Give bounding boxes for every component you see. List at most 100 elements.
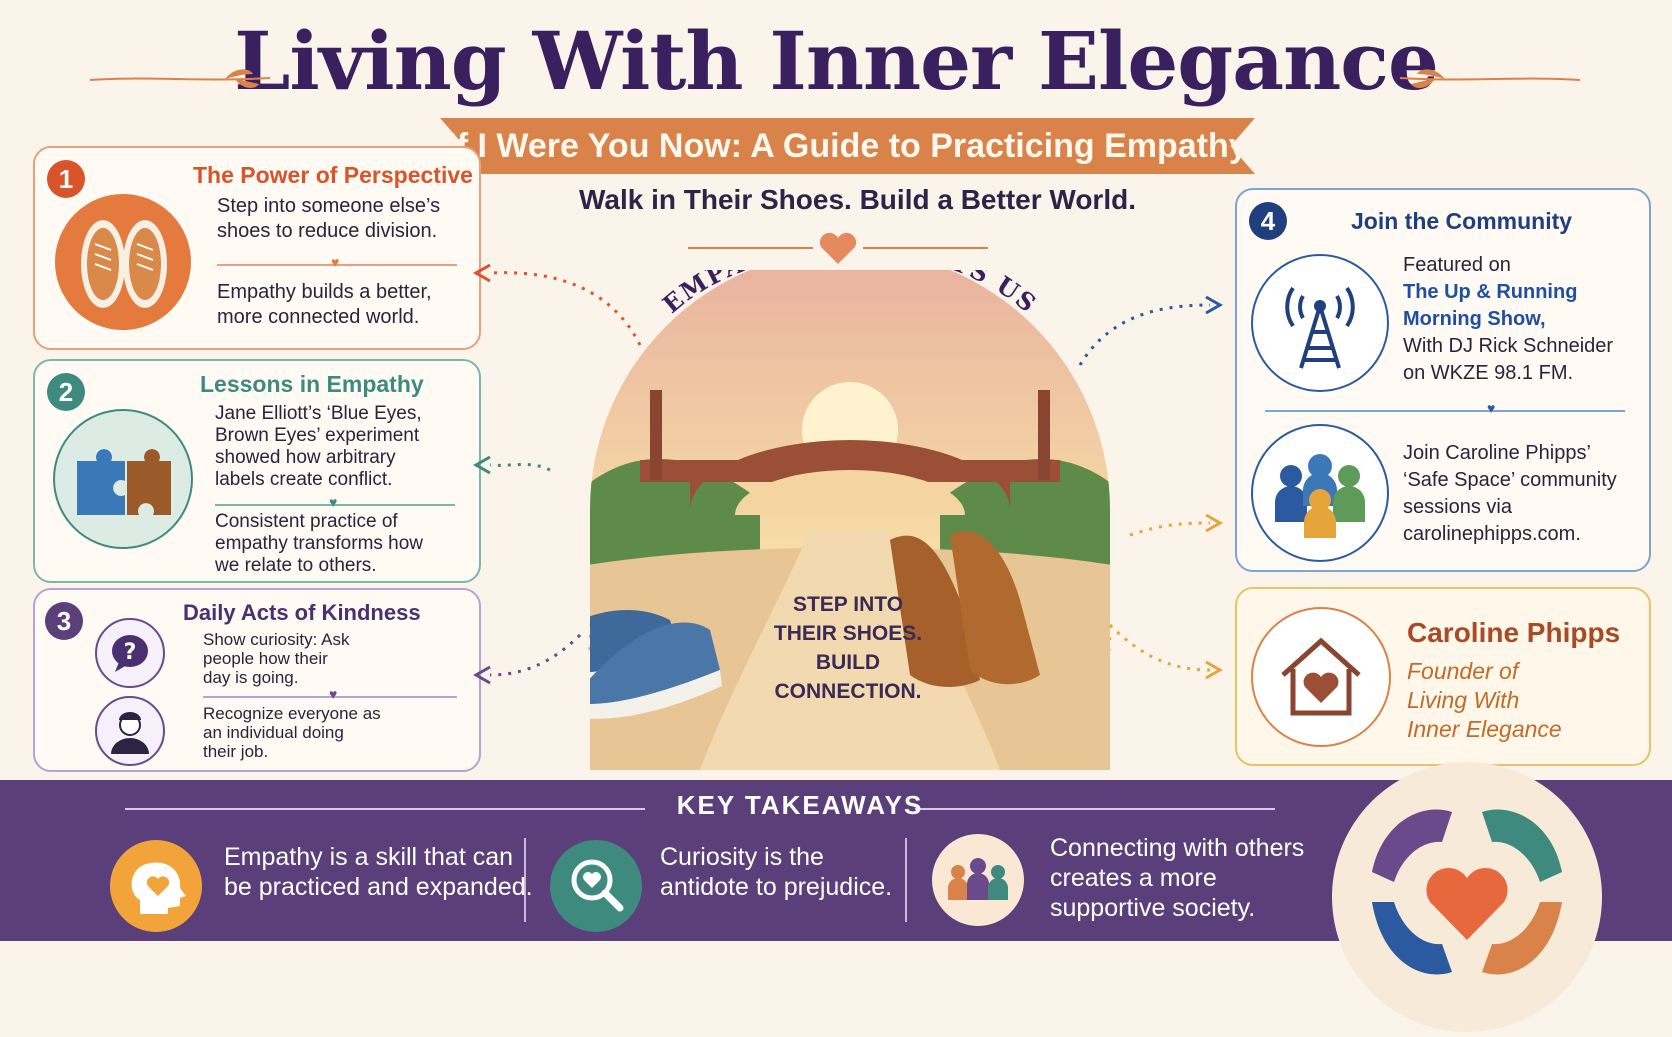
left-connector-arrows bbox=[472, 263, 642, 685]
card-power-of-perspective: 1 The Power of Perspective Step into som… bbox=[33, 146, 481, 350]
right-connector-arrows bbox=[1078, 295, 1224, 680]
subtitle-text: If I Were You Now: A Guide to Practicing… bbox=[447, 126, 1248, 165]
takeaway-line: be practiced and expanded. bbox=[224, 873, 533, 901]
card-text-line: Jane Elliott’s ‘Blue Eyes, bbox=[215, 403, 422, 424]
card-text-line: we relate to others. bbox=[215, 555, 377, 576]
card-text-line: Show curiosity: Ask bbox=[203, 630, 350, 649]
right-flourish-ornament bbox=[1399, 69, 1581, 89]
founder-role-line: Inner Elegance bbox=[1407, 716, 1562, 742]
takeaway-icon-2 bbox=[550, 840, 642, 932]
step-number-badge: 4 bbox=[1249, 202, 1287, 240]
card-text-line: an individual doing bbox=[203, 723, 344, 742]
card-divider bbox=[1265, 410, 1625, 412]
card-text-line: showed how arbitrary bbox=[215, 447, 396, 468]
radio-tower-illustration bbox=[1251, 254, 1389, 392]
sneakers-illustration bbox=[55, 194, 191, 330]
question-bubble-icon: ? bbox=[112, 635, 148, 672]
card-divider bbox=[203, 696, 457, 698]
show-name-line: The Up & Running bbox=[1403, 281, 1578, 303]
svg-text:?: ? bbox=[124, 640, 137, 665]
takeaway-line: Connecting with others bbox=[1050, 834, 1305, 862]
question-bubble-illustration: ? bbox=[95, 618, 165, 688]
takeaway-separator bbox=[524, 838, 526, 922]
house-heart-illustration bbox=[1251, 607, 1391, 747]
card-divider bbox=[217, 264, 457, 266]
center-overlay-caption: STEP INTO THEIR SHOES. BUILD CONNECTION. bbox=[758, 590, 938, 706]
card-lessons-in-empathy: 2 Lessons in Empathy Jane Elliott’s ‘Blu… bbox=[33, 359, 481, 583]
takeaway-text-3: Connecting with others creates a more su… bbox=[1050, 833, 1304, 923]
sneakers-icon bbox=[81, 220, 167, 308]
card-text-line: Join Caroline Phipps’ bbox=[1403, 442, 1591, 464]
hands-around-heart-icon bbox=[1372, 809, 1562, 975]
center-illustration: EMPATHY CONNECTS US bbox=[588, 270, 1112, 770]
step-number-badge: 3 bbox=[45, 602, 83, 640]
left-flourish-ornament bbox=[89, 69, 271, 89]
people-group-icon bbox=[948, 858, 1008, 900]
page-title: Living With Inner Elegance bbox=[234, 14, 1439, 108]
worker-person-icon bbox=[111, 712, 149, 754]
card-text-line: labels create conflict. bbox=[215, 469, 393, 490]
takeaway-text-1: Empathy is a skill that can be practiced… bbox=[224, 842, 533, 902]
card-text-line: more connected world. bbox=[217, 306, 420, 328]
card-text-line: Consistent practice of bbox=[215, 511, 398, 532]
house-heart-icon bbox=[1281, 637, 1361, 716]
card-text-line: their job. bbox=[203, 742, 269, 761]
card-text-line: ‘Safe Space’ community bbox=[1403, 469, 1617, 491]
takeaway-line: Curiosity is the bbox=[660, 843, 824, 871]
caption-line: STEP INTO bbox=[792, 593, 904, 616]
caption-line: THEIR SHOES. bbox=[773, 622, 923, 645]
card-title: Daily Acts of Kindness bbox=[183, 600, 421, 625]
key-takeaways-title: KEY TAKEAWAYS bbox=[676, 790, 924, 820]
head-heart-icon bbox=[131, 862, 186, 914]
heart-icon: ♥ bbox=[1487, 400, 1496, 416]
takeaways-title-rule bbox=[125, 808, 1275, 810]
card-text-line: carolinephipps.com. bbox=[1403, 523, 1581, 545]
magnifier-heart-icon bbox=[571, 859, 624, 912]
heart-icon: ♥ bbox=[329, 686, 338, 702]
takeaway-text-2: Curiosity is the antidote to prejudice. bbox=[660, 842, 892, 902]
takeaway-line: Empathy is a skill that can bbox=[224, 843, 514, 871]
subtitle-ribbon: If I Were You Now: A Guide to Practicing… bbox=[440, 118, 1255, 174]
card-text-line: Empathy builds a better, bbox=[217, 281, 432, 303]
card-text-line: With DJ Rick Schneider bbox=[1403, 335, 1614, 357]
takeaway-line: creates a more bbox=[1050, 864, 1217, 892]
featured-prefix: Featured on bbox=[1403, 254, 1511, 276]
founder-role-line: Founder of bbox=[1407, 658, 1519, 684]
community-people-icon bbox=[1275, 454, 1365, 538]
card-title: Lessons in Empathy bbox=[200, 371, 424, 397]
community-illustration bbox=[1251, 424, 1389, 562]
card-divider bbox=[215, 504, 455, 506]
takeaway-icon-3 bbox=[932, 834, 1024, 926]
card-text-line: on WKZE 98.1 FM. bbox=[1403, 362, 1574, 384]
caption-line: CONNECTION. bbox=[774, 680, 922, 703]
worker-illustration bbox=[95, 696, 165, 766]
card-join-the-community: 4 Join the Community Featured on The Up … bbox=[1235, 188, 1651, 572]
founder-role-line: Living With bbox=[1407, 687, 1520, 713]
card-text-line: empathy transforms how bbox=[215, 533, 424, 554]
card-text-line: sessions via bbox=[1403, 496, 1512, 518]
card-title: Join the Community bbox=[1351, 208, 1573, 234]
card-text-line: day is going. bbox=[203, 668, 299, 687]
show-name-line: Morning Show, bbox=[1403, 308, 1546, 330]
hands-heart-medallion bbox=[1332, 762, 1602, 1032]
takeaway-separator bbox=[905, 838, 907, 922]
card-text-line: Brown Eyes’ experiment bbox=[215, 425, 420, 446]
card-daily-acts-of-kindness: 3 ? Daily Acts of Kindness Show curiosit… bbox=[33, 588, 481, 772]
step-number-badge: 1 bbox=[47, 160, 85, 198]
card-text-line: Recognize everyone as bbox=[203, 704, 381, 723]
takeaway-line: supportive society. bbox=[1050, 894, 1256, 922]
takeaway-line: antidote to prejudice. bbox=[660, 873, 893, 901]
radio-tower-icon bbox=[1285, 286, 1355, 369]
takeaway-icon-1 bbox=[110, 840, 202, 932]
founder-name: Caroline Phipps bbox=[1407, 617, 1621, 648]
tagline: Walk in Their Shoes. Build a Better Worl… bbox=[579, 184, 1136, 215]
tagline-heart-divider bbox=[688, 232, 988, 264]
puzzle-illustration bbox=[53, 409, 193, 549]
heart-icon: ♥ bbox=[331, 254, 340, 270]
step-number-badge: 2 bbox=[47, 373, 85, 411]
card-text-line: people how their bbox=[203, 649, 328, 668]
card-text-line: Step into someone else’s bbox=[217, 195, 441, 217]
puzzle-pieces-icon bbox=[77, 449, 171, 515]
card-title: The Power of Perspective bbox=[193, 162, 473, 188]
heart-icon: ♥ bbox=[329, 494, 338, 510]
